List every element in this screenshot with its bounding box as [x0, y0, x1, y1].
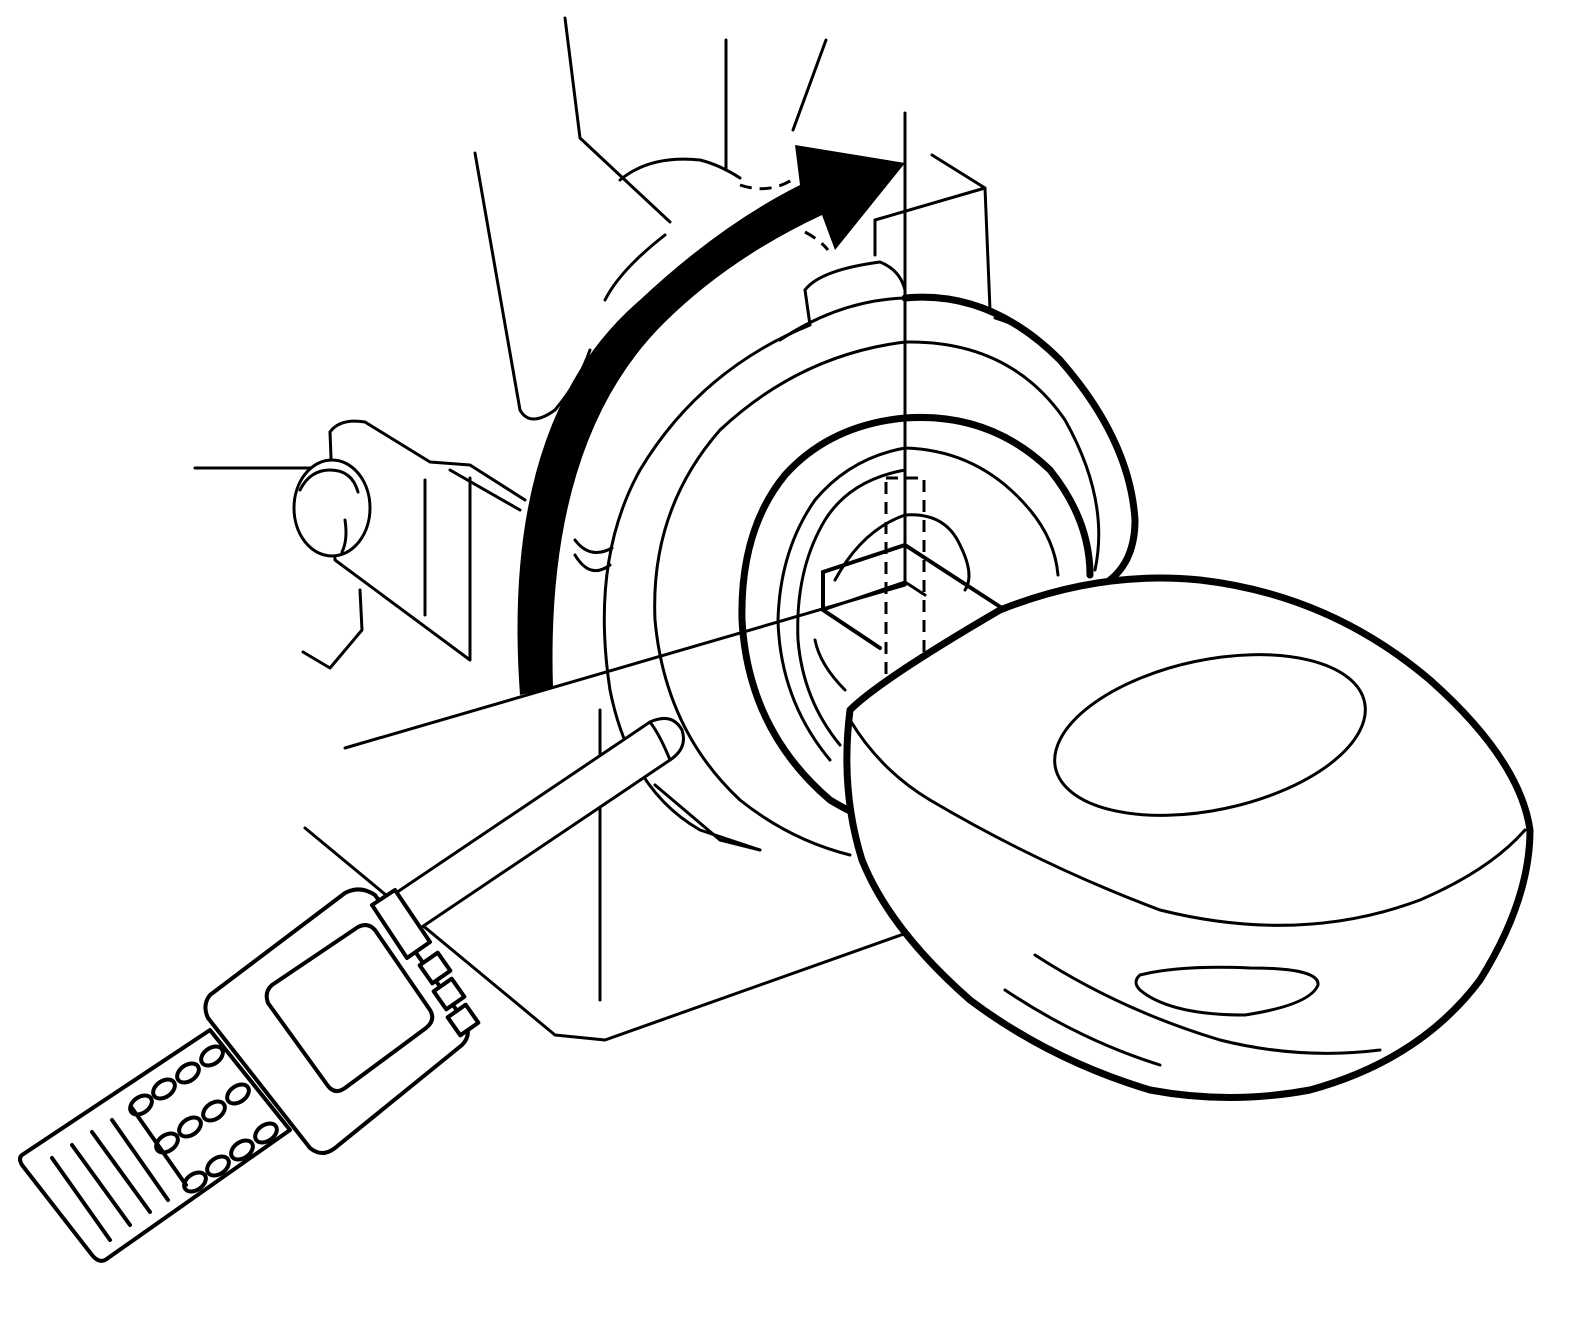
keyway — [821, 476, 1007, 700]
key-cylinder — [653, 340, 1101, 857]
ignition-key — [843, 574, 1534, 1101]
grip-lines — [50, 1106, 188, 1242]
steering-column-bracket — [473, 16, 992, 587]
rotation-arrow — [517, 145, 905, 695]
mounting-tab — [193, 419, 527, 670]
probe-rod — [376, 716, 685, 937]
diagnostic-scan-tool — [18, 887, 481, 1263]
bolt-head — [292, 458, 372, 558]
lock-housing-base — [303, 583, 917, 1042]
keypad — [128, 1044, 279, 1194]
